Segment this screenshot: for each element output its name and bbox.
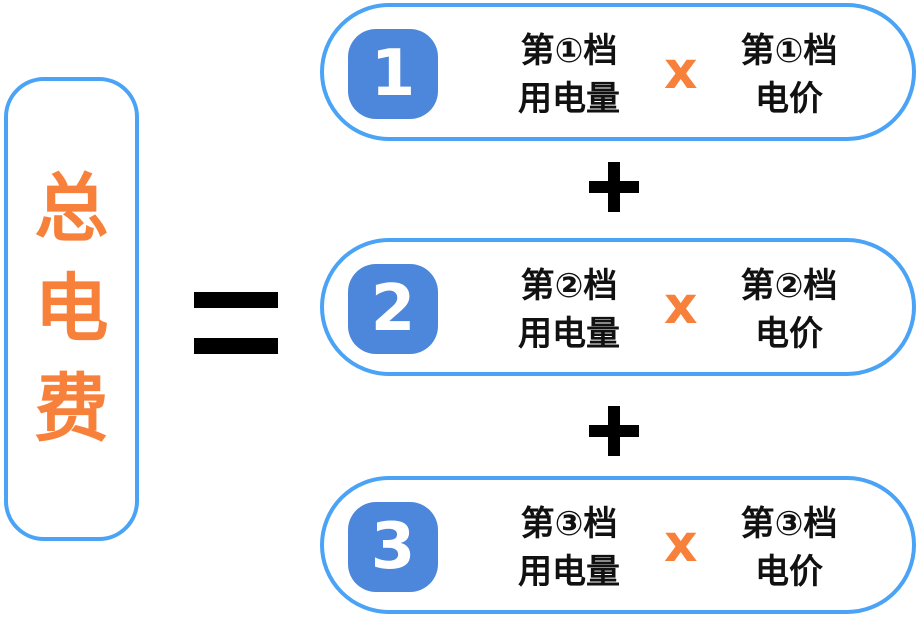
total-fee-char-3: 费 xyxy=(34,366,109,452)
total-fee-char-2: 电 xyxy=(34,266,109,352)
tier-2-price-line-1: 第②档 xyxy=(740,266,838,306)
tier-1-number-badge: 1 xyxy=(348,29,438,119)
tier-1-usage: 第①档 用电量 xyxy=(494,27,644,123)
tier-3-price-line-2: 电价 xyxy=(755,552,823,592)
plus-sign-2 xyxy=(589,406,639,456)
tier-2-usage: 第②档 用电量 xyxy=(494,262,644,358)
total-fee-box: 总 电 费 xyxy=(4,77,139,541)
plus-2-vertical xyxy=(608,406,620,456)
tier-2-usage-line-1: 第②档 xyxy=(520,266,618,306)
tier-2-box: 2 第②档 用电量 x 第②档 电价 xyxy=(320,238,916,376)
tier-2-price: 第②档 电价 xyxy=(714,262,864,358)
tier-1-price: 第①档 电价 xyxy=(714,27,864,123)
equals-bar-bottom xyxy=(194,338,278,354)
tier-2-number-badge: 2 xyxy=(348,264,438,354)
tier-3-usage-line-2: 用电量 xyxy=(518,552,620,592)
equals-sign xyxy=(194,292,278,354)
plus-sign-1 xyxy=(589,162,639,212)
tier-1-times-sign: x xyxy=(664,41,698,101)
tier-1-price-line-1: 第①档 xyxy=(740,31,838,71)
tier-1-box: 1 第①档 用电量 x 第①档 电价 xyxy=(320,3,916,141)
tier-1-usage-line-1: 第①档 xyxy=(520,31,618,71)
tier-3-box: 3 第③档 用电量 x 第③档 电价 xyxy=(320,476,916,614)
tier-3-price: 第③档 电价 xyxy=(714,500,864,596)
tier-2-usage-line-2: 用电量 xyxy=(518,314,620,354)
total-fee-char-1: 总 xyxy=(34,166,109,252)
plus-1-vertical xyxy=(608,162,620,212)
tier-2-times-sign: x xyxy=(664,276,698,336)
equals-bar-top xyxy=(194,292,278,308)
tier-1-usage-line-2: 用电量 xyxy=(518,79,620,119)
tier-3-number-badge: 3 xyxy=(348,502,438,592)
tier-3-times-sign: x xyxy=(664,514,698,574)
tier-3-price-line-1: 第③档 xyxy=(740,504,838,544)
tier-1-price-line-2: 电价 xyxy=(755,79,823,119)
tier-3-usage: 第③档 用电量 xyxy=(494,500,644,596)
tier-2-price-line-2: 电价 xyxy=(755,314,823,354)
tier-3-usage-line-1: 第③档 xyxy=(520,504,618,544)
